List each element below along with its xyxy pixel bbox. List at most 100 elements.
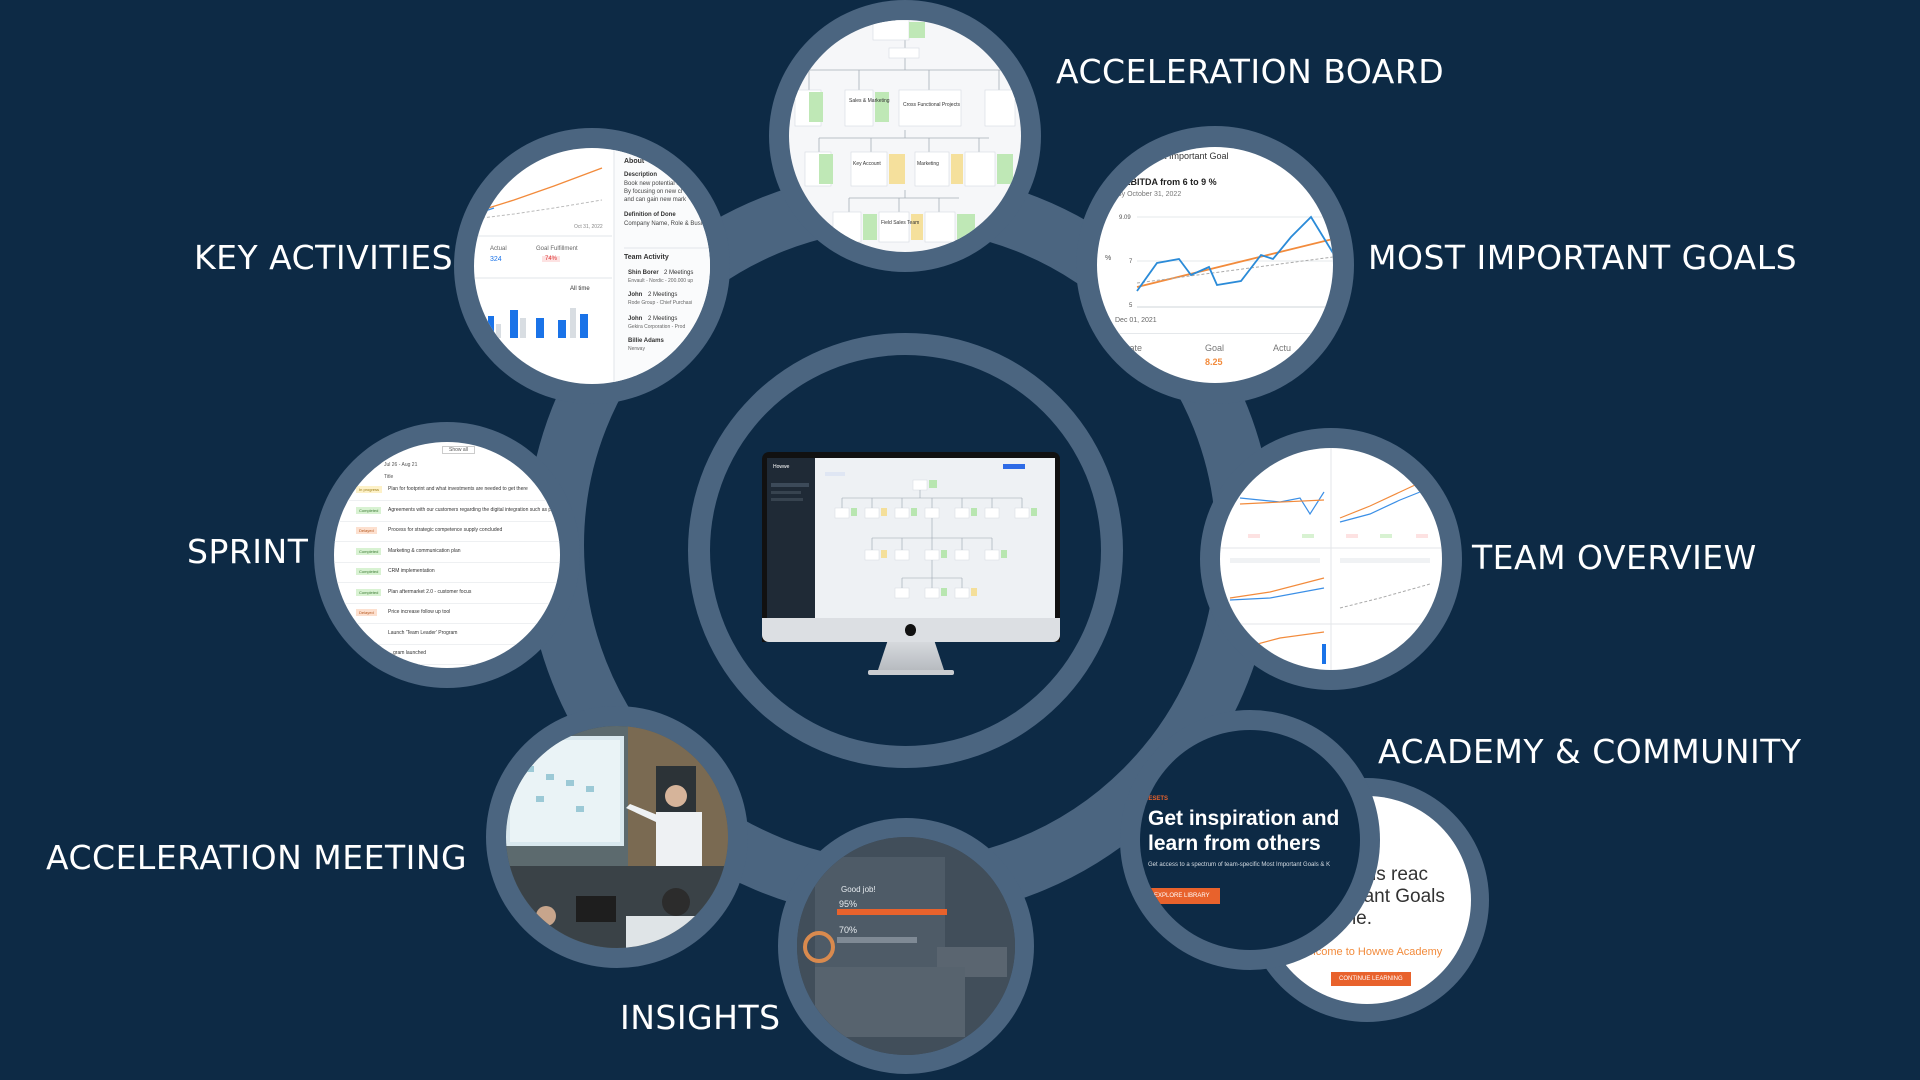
board-team-label: Field Sales Team	[881, 220, 919, 226]
meeting-photo	[506, 726, 728, 948]
key-activities-description-label: Description	[624, 172, 658, 178]
sprint-row-title[interactable]: Plan for footprint and what investments …	[388, 486, 528, 492]
goal-deadline: By October 31, 2022	[1117, 191, 1182, 198]
goal-y-tick: 5	[1129, 303, 1133, 309]
sprint-title-column: Title	[384, 474, 394, 480]
activity-detail: Gekira Corporation - Prod	[628, 324, 686, 330]
key-activities-node[interactable]: Oct 31, 2022 Actual 324 Goal Fulfillment…	[454, 128, 730, 404]
label-most-important-goals: MOST IMPORTANT GOALS	[1368, 238, 1798, 277]
key-activities-description-line: and can gain new mark	[624, 197, 687, 203]
label-sprint: SPRINT	[187, 532, 309, 571]
key-activities-goal-fulfillment-label: Goal Fulfillment	[536, 246, 578, 252]
sprint-row-title[interactable]: Plan aftermarket 2.0 - customer focus	[388, 588, 472, 595]
goal-y-unit: %	[1105, 255, 1112, 262]
goal-date-value: …31	[1123, 357, 1140, 366]
center-node	[688, 333, 1123, 768]
activity-name: John	[628, 292, 643, 298]
activity-name: Billie Adams	[628, 338, 664, 344]
activity-meetings: 2 Meetings	[648, 292, 678, 298]
acceleration-board-node[interactable]: Sales & Marketing Cross Functional Proje…	[769, 0, 1041, 272]
explore-library-button[interactable]: EXPLORE LIBRARY	[1140, 888, 1220, 904]
team-overview-charts	[1220, 448, 1442, 670]
goal-goal-value: 8.25	[1205, 357, 1223, 367]
sprint-row-title[interactable]: Launch 'Team Leader' Program	[388, 629, 458, 636]
sprint-row-divider	[334, 582, 560, 583]
label-acceleration-meeting: ACCELERATION MEETING	[46, 838, 468, 877]
sprint-status-badge: Delayed	[356, 609, 377, 616]
sprint-row-divider	[334, 602, 560, 604]
key-activities-actual-value: 324	[490, 256, 502, 263]
academy-heading: Get inspiration and learn from others	[1148, 807, 1340, 855]
label-insights: INSIGHTS	[620, 998, 781, 1037]
board-team-label: Marketing	[917, 161, 939, 167]
insights-stat: 70%	[839, 925, 858, 935]
key-activities-actual-label: Actual	[490, 246, 507, 252]
sprint-row-title[interactable]: Price increase follow up tool	[388, 609, 451, 615]
sprint-show-all: Show all	[442, 446, 475, 454]
label-academy-community: ACADEMY & COMMUNITY	[1378, 732, 1802, 771]
sprint-row-title[interactable]: Agreements with our customers regarding …	[388, 506, 560, 513]
board-team-label: Cross Functional Projects	[903, 102, 960, 108]
academy-community-node[interactable]: PRESETS Get inspiration and learn from o…	[1120, 710, 1380, 970]
team-overview-screenshot	[1220, 448, 1442, 670]
sprint-status-badge: Completed	[356, 547, 382, 555]
board-team-label: Sales & Marketing	[849, 98, 890, 104]
meeting-photo-illustration	[506, 726, 728, 948]
most-important-goals-node[interactable]: Most Important Goal e EBITDA from 6 to 9…	[1076, 126, 1354, 404]
goal-x-start: Dec 01, 2021	[1115, 317, 1157, 324]
activity-detail: Rode Group - Chief Purchasi	[628, 300, 693, 306]
sprint-row-title[interactable]: …gram launched	[388, 650, 427, 656]
label-team-overview: TEAM OVERVIEW	[1472, 538, 1757, 577]
sprint-row-divider	[334, 664, 560, 665]
sprint-row-title[interactable]: Marketing & communication plan	[388, 547, 461, 554]
activity-meetings: 2 Meetings	[648, 316, 678, 322]
insights-node[interactable]: Good job! 95% 70%	[778, 818, 1034, 1074]
acceleration-meeting-node[interactable]	[486, 706, 748, 968]
key-activities-charts	[474, 148, 710, 384]
sprint-node[interactable]: Jul 26 - Aug 21 Show all Title In progre…	[314, 422, 580, 688]
sprint-status-badge: Delayed	[356, 527, 377, 534]
key-activities-date: Oct 31, 2022	[574, 224, 603, 230]
sprint-status-badge: Completed	[356, 568, 382, 575]
sprint-row-divider	[334, 500, 560, 501]
key-activities-dod-label: Definition of Done	[624, 212, 676, 218]
team-overview-node[interactable]	[1200, 428, 1462, 690]
key-activities-about-heading: About	[624, 158, 645, 165]
continue-learning-button[interactable]: CONTINUE LEARNING	[1331, 972, 1411, 986]
sprint-row-divider	[334, 623, 560, 624]
sprint-row-divider	[334, 561, 560, 563]
academy-front-screenshot: PRESETS Get inspiration and learn from o…	[1140, 730, 1360, 950]
key-activities-screenshot: Oct 31, 2022 Actual 324 Goal Fulfillment…	[474, 148, 710, 384]
activity-meetings: 2 Meetings	[664, 270, 694, 276]
insights-screenshot: Good job! 95% 70%	[797, 837, 1015, 1055]
key-activities-all-time: All time	[570, 286, 590, 292]
goal-statement: e EBITDA from 6 to 9 %	[1117, 177, 1217, 187]
org-tree-preview: Sales & Marketing Cross Functional Proje…	[794, 20, 1016, 243]
sprint-row-title[interactable]: CRM implementation	[388, 568, 435, 574]
activity-detail: Envault - Nordic - 200.000 up	[628, 278, 694, 284]
monitor-brand: Howwe	[773, 464, 790, 470]
sprint-row-title[interactable]: Process for strategic competence supply …	[388, 527, 503, 533]
academy-body: Get access to a spectrum of team-specifi…	[1148, 862, 1331, 868]
monitor-device: Howwe	[762, 452, 1060, 685]
goal-date-label: Date	[1123, 343, 1143, 353]
monitor-board-thumbnail	[825, 464, 1037, 599]
board-team-label: Key Account	[853, 161, 881, 167]
label-key-activities: KEY ACTIVITIES	[194, 238, 454, 277]
goal-actual-label: Actu	[1273, 343, 1292, 353]
academy-welcome: Welcome to Howwe Academy	[1297, 946, 1443, 958]
key-activities-team-activity-heading: Team Activity	[624, 254, 669, 261]
activity-detail: Nerway	[628, 346, 645, 352]
goal-card-title: Most Important Goal	[1147, 151, 1229, 161]
sprint-row-divider	[334, 643, 560, 645]
goal-line-chart	[1136, 215, 1333, 308]
insights-caption: Good job!	[841, 885, 876, 894]
key-activities-dod-text: Company Name, Role & Busi	[624, 221, 703, 227]
acceleration-board-screenshot: Sales & Marketing Cross Functional Proje…	[789, 20, 1021, 252]
sprint-screenshot: Jul 26 - Aug 21 Show all Title In progre…	[334, 442, 560, 668]
goal-y-tick: 7	[1129, 259, 1133, 265]
insights-stat: 95%	[839, 899, 858, 909]
sprint-row-divider	[334, 541, 560, 542]
sprint-range: Jul 26 - Aug 21	[384, 462, 418, 468]
